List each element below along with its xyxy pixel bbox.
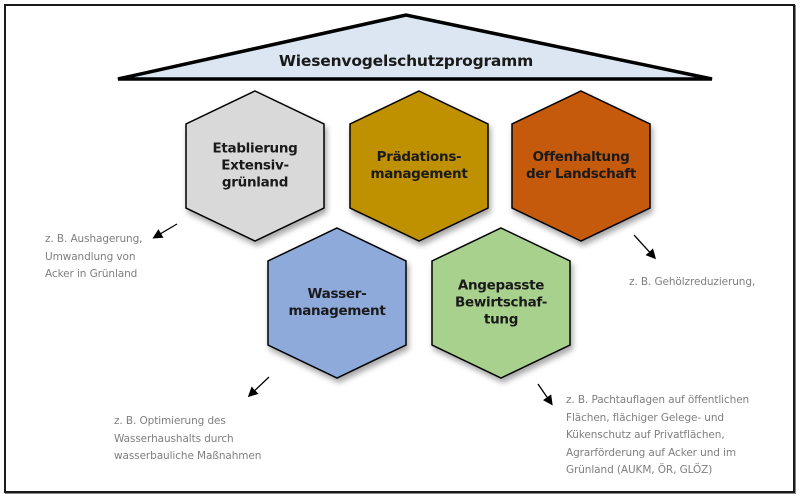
hexagon-wasser (267, 227, 407, 379)
note-extensivgruenland: z. B. Aushagerung, Umwandlung von Acker … (45, 233, 143, 280)
note-offenhaltung: z. B. Gehölzreduzierung, (629, 276, 756, 288)
hex-label-praedation: Prädations- management (370, 149, 468, 182)
hexagon-offenhaltung (511, 90, 651, 242)
hexagon-extensivgruenland (185, 90, 325, 242)
hexagon-praedation (349, 90, 489, 242)
hex-label-bewirtschaftung: Angepasste Bewirtschaf- tung (454, 277, 548, 328)
note-wasser: z. B. Optimierung des Wasserhaushalts du… (114, 415, 262, 462)
hexagon-bewirtschaftung (431, 227, 571, 379)
arrow-bewirtschaftung (537, 383, 553, 406)
hex-label-extensivgruenland: Etablierung Extensiv- grünland (212, 140, 298, 191)
note-bewirtschaftung: z. B. Pachtauflagen auf öffentlichen Flä… (566, 394, 750, 476)
diagram-frame (4, 4, 795, 493)
arrow-wasser (247, 376, 270, 398)
arrow-extensivgruenland (152, 223, 178, 239)
program-title: Wiesenvogelschutzprogramm (278, 52, 534, 70)
hex-label-offenhaltung: Offenhaltung der Landschaft (525, 149, 637, 182)
roof-shape (117, 13, 713, 81)
hex-label-wasser: Wasser- management (288, 286, 386, 319)
arrow-offenhaltung (633, 234, 657, 260)
